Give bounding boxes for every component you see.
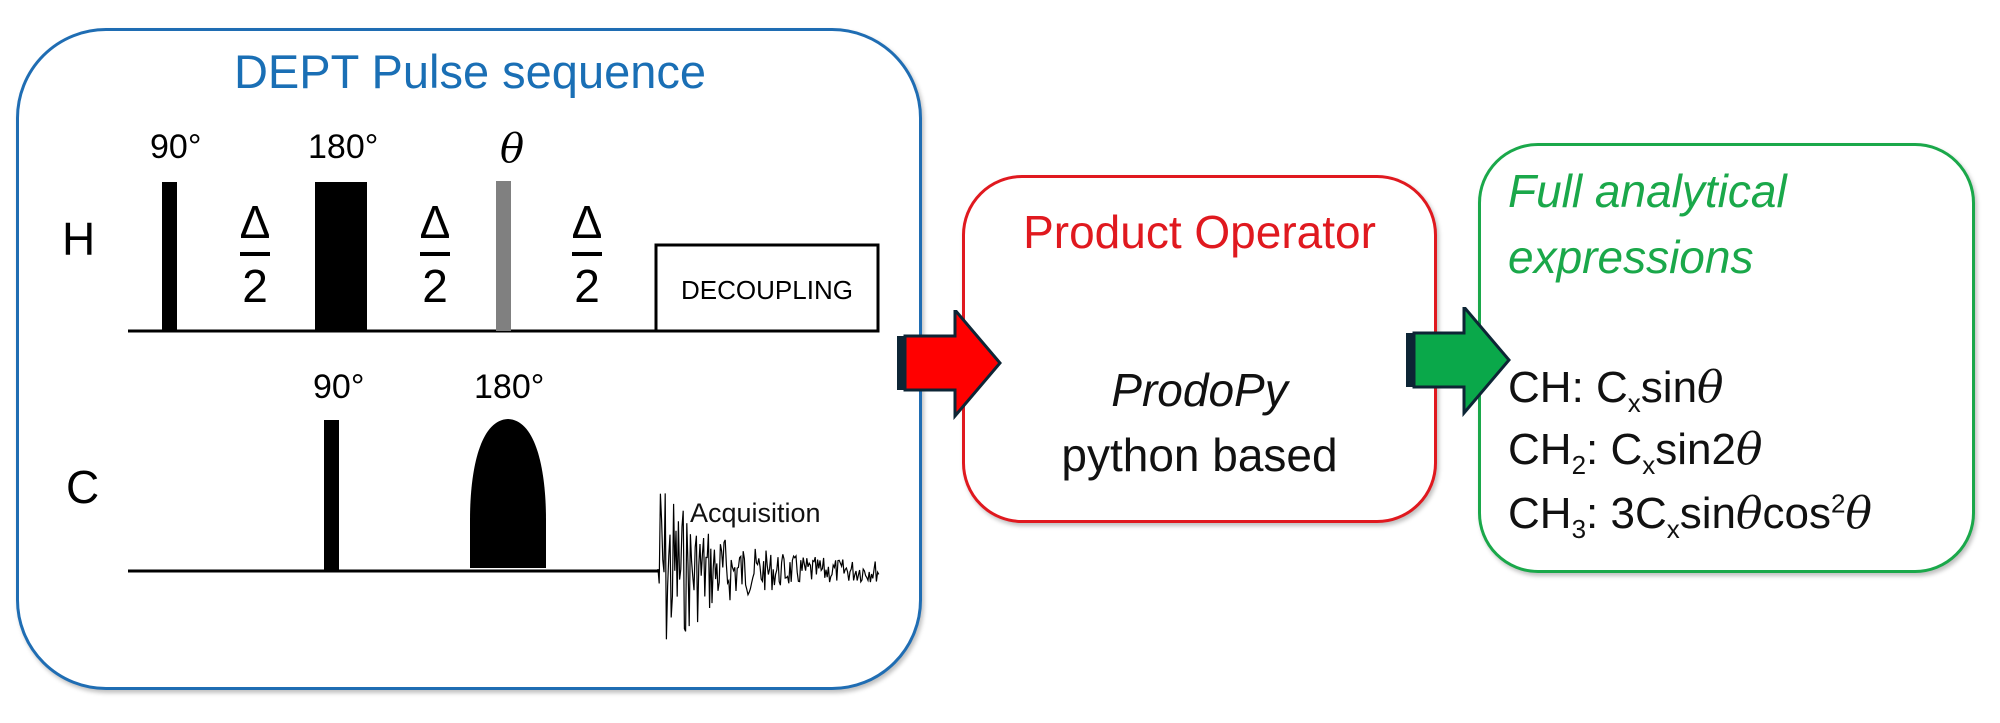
delay-2: Δ 2 [410, 196, 460, 312]
dept-panel [16, 28, 922, 690]
decoupling-label: DECOUPLING [681, 275, 853, 305]
fraction-bar [572, 252, 602, 256]
group-label: CH [1508, 489, 1572, 538]
prodopy-subtitle: python based [1061, 429, 1338, 481]
c-pulse-180-label: 180° [474, 368, 545, 406]
arrow-tail-cap [1406, 333, 1416, 387]
fraction-bar [420, 252, 450, 256]
expressions-title-line2: expressions [1508, 231, 1754, 283]
group-label: CH [1508, 425, 1572, 474]
delay-2-numerator: Δ [419, 196, 451, 248]
h-pulse-theta [496, 181, 511, 331]
h-pulse-90 [162, 182, 177, 331]
analytical-expressions-panel [1478, 143, 1975, 573]
h-pulse-theta-label: θ [500, 126, 525, 172]
arrow-right-icon [903, 310, 1002, 420]
acquisition-label: Acquisition [690, 498, 821, 528]
decoupling-box [654, 243, 880, 333]
h-pulse-90-label: 90° [150, 128, 202, 166]
arrow-right-icon [1412, 307, 1511, 417]
expressions-title: Full analytical expressions [1508, 158, 1787, 290]
expressions-title-line1: Full analytical [1508, 165, 1787, 217]
c-pulse-180-shaped [470, 419, 546, 568]
fid-signal [657, 493, 880, 640]
c-channel-label: C [66, 461, 100, 513]
delay-3-numerator: Δ [571, 196, 603, 248]
delay-1-numerator: Δ [239, 196, 271, 248]
group-label: CH [1508, 363, 1572, 412]
pulse-sequence-diagram [128, 181, 880, 640]
product-operator-title: Product Operator [1023, 206, 1376, 258]
arrow-tail-cap [897, 336, 907, 390]
expression-ch2: CH2: Cxsin2θ [1508, 424, 1763, 480]
delay-3: Δ 2 [562, 196, 612, 312]
h-pulse-180-label: 180° [308, 128, 379, 166]
c-pulse-90 [324, 420, 339, 571]
delay-1-denominator: 2 [242, 260, 268, 312]
delay-1: Δ 2 [230, 196, 280, 312]
h-pulse-180 [315, 182, 367, 331]
prodopy-name: ProdoPy [1111, 364, 1288, 416]
c-pulse-90-label: 90° [313, 368, 365, 406]
fraction-bar [240, 252, 270, 256]
product-operator-panel [962, 175, 1437, 523]
expression-ch3: CH3: 3Cxsinθcos2θ [1508, 488, 1872, 544]
h-channel-label: H [62, 213, 96, 265]
delay-2-denominator: 2 [422, 260, 448, 312]
delay-3-denominator: 2 [574, 260, 600, 312]
arrow-to-product-operator [897, 310, 1002, 420]
arrow-to-expressions [1406, 307, 1511, 417]
expression-ch: CH: Cxsinθ [1508, 362, 1724, 418]
dept-title: DEPT Pulse sequence [233, 45, 707, 98]
fid-trace [657, 493, 880, 640]
